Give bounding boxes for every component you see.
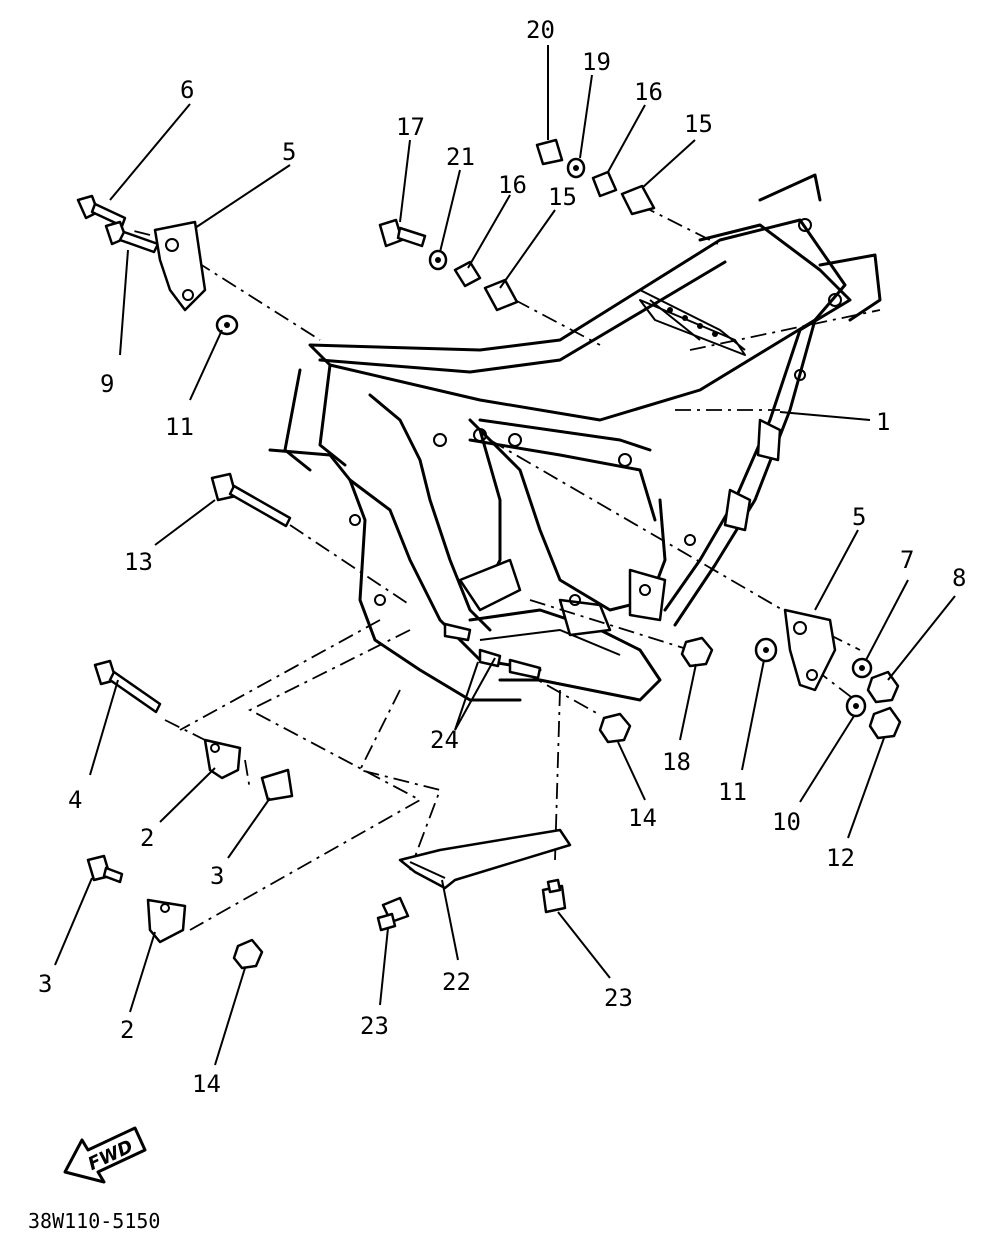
label-part-5: 5 [282, 138, 296, 166]
label-part-15: 15 [548, 183, 577, 211]
label-part-15: 15 [684, 110, 713, 138]
bolt-part-17 [378, 218, 427, 248]
washer-part-21 [428, 249, 448, 271]
label-part-21: 21 [446, 143, 475, 171]
label-part-11: 11 [165, 413, 194, 441]
label-part-16: 16 [498, 171, 527, 199]
collar-part-16-upper [591, 170, 618, 198]
assembly-guide-lines [129, 204, 881, 931]
bolt-part-13 [210, 472, 292, 528]
label-part-6: 6 [180, 76, 194, 104]
label-part-3: 3 [210, 862, 224, 890]
nut-part-14-lower [232, 938, 264, 970]
bushing-part-15-lower [483, 278, 519, 312]
part-number-labels: 1 2 2 3 3 4 5 5 6 7 8 9 10 11 11 12 13 1… [38, 16, 966, 1098]
label-part-12: 12 [826, 844, 855, 872]
label-part-16: 16 [634, 78, 663, 106]
label-part-17: 17 [396, 113, 425, 141]
bolt-part-3-upper [260, 768, 294, 802]
skid-plate-part-22 [398, 828, 572, 890]
bolt-part-9 [104, 220, 160, 254]
label-part-5: 5 [852, 503, 866, 531]
label-part-19: 19 [582, 48, 611, 76]
bolt-part-3-lower [86, 854, 124, 884]
bolt-part-23-right [541, 878, 567, 914]
label-part-9: 9 [100, 370, 114, 398]
label-part-2: 2 [140, 824, 154, 852]
bolt-part-4 [93, 659, 162, 714]
label-part-13: 13 [124, 548, 153, 576]
washer-part-11-lower [754, 637, 778, 663]
bracket-part-5-lower [783, 608, 837, 692]
label-part-14: 14 [628, 804, 657, 832]
label-part-24: 24 [430, 726, 459, 754]
label-part-20: 20 [526, 16, 555, 44]
label-part-1: 1 [876, 408, 890, 436]
label-part-22: 22 [442, 968, 471, 996]
label-part-7: 7 [900, 546, 914, 574]
label-part-4: 4 [68, 786, 82, 814]
bolt-part-23-left [376, 896, 410, 932]
leader-lines [54, 45, 956, 1066]
label-part-14: 14 [192, 1070, 221, 1098]
forward-direction-arrow: FWD [63, 1126, 147, 1184]
washer-part-19 [566, 157, 586, 179]
drawing-code: 38W110-5150 [28, 1209, 160, 1233]
nut-part-14-upper [598, 712, 632, 744]
label-part-2: 2 [120, 1016, 134, 1044]
label-part-10: 10 [772, 808, 801, 836]
bolt-part-24 [443, 622, 542, 680]
label-part-8: 8 [952, 564, 966, 592]
bolt-part-20 [535, 138, 564, 166]
collar-part-16-lower [453, 260, 482, 288]
nut-part-18 [680, 636, 714, 668]
label-part-23: 23 [360, 1012, 389, 1040]
bushing-part-15-upper [620, 184, 656, 216]
label-part-11: 11 [718, 778, 747, 806]
bracket-part-2-lower [146, 898, 187, 944]
motorcycle-frame [268, 173, 882, 702]
label-part-3: 3 [38, 970, 52, 998]
bracket-part-5-upper [153, 220, 207, 312]
label-part-23: 23 [604, 984, 633, 1012]
nut-part-8 [866, 670, 900, 704]
washer-part-11-upper [215, 314, 239, 336]
label-part-18: 18 [662, 748, 691, 776]
washer-part-7 [851, 657, 873, 679]
washer-part-10 [845, 694, 867, 718]
nut-part-12 [868, 706, 902, 740]
